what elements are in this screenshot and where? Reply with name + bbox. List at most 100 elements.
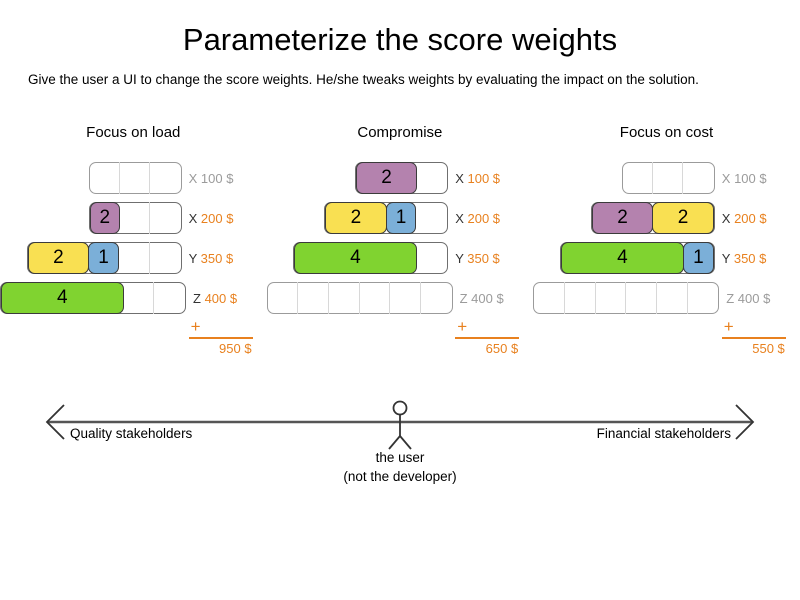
row-cost-label: Z 400 $	[193, 291, 261, 306]
row-cost-label: X 200 $	[189, 211, 261, 226]
sum-box: +950 $	[188, 318, 261, 356]
weight-slot-empty[interactable]	[417, 162, 447, 194]
weight-slider[interactable]	[533, 282, 720, 314]
weight-slot-empty[interactable]	[653, 162, 684, 194]
weight-slot-empty[interactable]	[150, 242, 181, 274]
total-cost-value: 950 $	[219, 341, 252, 356]
row-axis-letter: X	[721, 210, 731, 226]
row-axis-letter: Z	[193, 290, 201, 306]
row-cost-label: X 200 $	[455, 211, 527, 226]
weight-slot-empty[interactable]	[416, 202, 447, 234]
weight-block[interactable]: 4	[1, 282, 124, 314]
total-cost-block: +950 $	[0, 318, 267, 356]
weight-block[interactable]: 4	[294, 242, 417, 274]
weight-slot-empty[interactable]	[360, 282, 391, 314]
page-subtitle: Give the user a UI to change the score w…	[28, 72, 699, 87]
weight-block[interactable]: 1	[88, 242, 119, 274]
row-cost-value: 350 $	[733, 250, 767, 266]
spectrum-label-left: Quality stakeholders	[70, 426, 193, 441]
row-cost-value: 400 $	[471, 290, 504, 306]
row-axis-letter: X	[188, 210, 198, 226]
weight-slot-empty[interactable]	[119, 242, 150, 274]
weight-slot-empty[interactable]	[154, 282, 185, 314]
weight-slot-empty[interactable]	[390, 282, 421, 314]
row-cost-label: Z 400 $	[726, 291, 794, 306]
scenario-title: Focus on cost	[619, 124, 714, 141]
row-cost-label: Y 350 $	[455, 251, 527, 266]
row-axis-letter: Y	[721, 250, 731, 266]
weight-row: 2 X 100 $	[267, 158, 534, 198]
weight-slot-empty[interactable]	[623, 162, 654, 194]
weight-slot-empty[interactable]	[596, 282, 627, 314]
weight-slot-empty[interactable]	[120, 162, 151, 194]
weight-slot-empty[interactable]	[417, 242, 448, 274]
row-cost-value: 400 $	[204, 290, 238, 306]
row-cost-label: X 200 $	[722, 211, 794, 226]
row-cost-value: 400 $	[737, 290, 771, 306]
weight-slot-empty[interactable]	[688, 282, 719, 314]
weight-row: Z 400 $	[533, 278, 800, 318]
spectrum-label-right: Financial stakeholders	[596, 426, 731, 441]
weight-slider[interactable]	[266, 282, 453, 314]
weight-block[interactable]: 4	[560, 242, 684, 274]
total-cost-block: +550 $	[533, 317, 800, 356]
row-cost-value: 200 $	[734, 210, 767, 226]
weight-slot-empty[interactable]	[626, 282, 657, 314]
weight-slot-empty[interactable]	[534, 282, 565, 314]
weight-block[interactable]: 1	[682, 242, 714, 274]
row-cost-label: X 100 $	[189, 171, 261, 186]
weight-slider[interactable]: 4	[293, 242, 449, 274]
sum-spacer	[533, 320, 715, 356]
weight-block[interactable]: 2	[27, 242, 90, 274]
weight-slot-empty[interactable]	[120, 202, 151, 234]
row-axis-letter: Z	[459, 290, 468, 306]
weight-slot-empty[interactable]	[150, 162, 180, 194]
weight-slider[interactable]: 4	[0, 282, 186, 314]
row-cost-label: Y 350 $	[189, 251, 261, 266]
row-cost-value: 350 $	[200, 250, 234, 266]
weight-slot-empty[interactable]	[657, 282, 688, 314]
user-caption-line1: the user	[375, 450, 425, 465]
sum-inner: +950 $	[188, 318, 253, 356]
weight-slot-empty[interactable]	[683, 162, 713, 194]
weight-block[interactable]: 2	[89, 202, 120, 234]
weight-slot-empty[interactable]	[124, 282, 155, 314]
weight-slider[interactable]	[621, 162, 715, 194]
weight-slider[interactable]: 2	[88, 202, 182, 234]
weight-slider[interactable]: 2	[355, 162, 449, 194]
weight-block[interactable]: 2	[325, 202, 387, 234]
weight-block[interactable]: 1	[385, 202, 417, 234]
weight-slot-empty[interactable]	[298, 282, 329, 314]
weight-slot-empty[interactable]	[565, 282, 596, 314]
weight-block[interactable]: 2	[591, 202, 654, 234]
weight-block[interactable]: 2	[356, 162, 417, 194]
weight-slot-empty[interactable]	[90, 162, 120, 194]
weight-slot-empty[interactable]	[268, 282, 299, 314]
weight-slot-empty[interactable]	[421, 282, 452, 314]
row-cost-label: X 100 $	[455, 171, 527, 186]
weight-block[interactable]: 2	[652, 202, 714, 234]
plus-icon: +	[457, 317, 468, 336]
weight-slot-empty[interactable]	[329, 282, 360, 314]
sum-rule	[188, 337, 253, 339]
sum-box: +550 $	[721, 317, 794, 356]
weight-row: X 100 $	[0, 158, 267, 198]
weight-row: 4 Y 350 $	[267, 238, 534, 278]
plus-icon: +	[723, 317, 734, 336]
weight-row: Z 400 $	[266, 278, 534, 318]
row-axis-letter: Y	[188, 250, 198, 266]
weight-slider[interactable]	[88, 162, 182, 194]
sum-spacer	[0, 320, 182, 356]
scenario-title: Focus on load	[86, 124, 181, 141]
weight-slot-empty[interactable]	[150, 202, 180, 234]
sum-inner: +550 $	[721, 317, 786, 356]
